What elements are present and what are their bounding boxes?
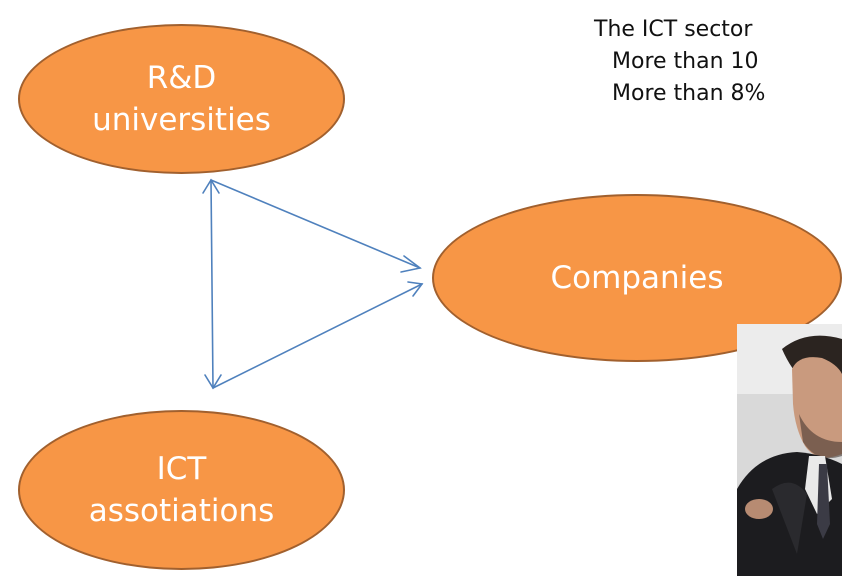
node-ict-assotiations: ICT assotiations <box>18 410 345 570</box>
person-photo <box>737 324 842 576</box>
bullet-2: More than 8% <box>612 81 766 106</box>
ict-sector-text: The ICT sector More than 10 More than 8% <box>594 14 765 110</box>
node-rd-universities: R&D universities <box>18 24 345 174</box>
edge-rd-ict <box>210 179 214 389</box>
node-ict-line-2: assotiations <box>88 493 275 529</box>
arrowhead-companies-bottom <box>407 281 424 297</box>
node-rd-line-2: universities <box>92 102 271 138</box>
bullet-1: More than 10 <box>612 49 759 74</box>
node-rd-line-1: R&D <box>146 60 217 96</box>
edge-ict-companies <box>212 283 423 389</box>
edge-rd-companies <box>210 179 421 269</box>
ict-sector-heading: The ICT sector <box>594 17 753 42</box>
node-companies-label: Companies <box>550 260 724 296</box>
arrowhead-companies-top <box>400 255 422 273</box>
node-ict-line-1: ICT <box>156 451 207 487</box>
